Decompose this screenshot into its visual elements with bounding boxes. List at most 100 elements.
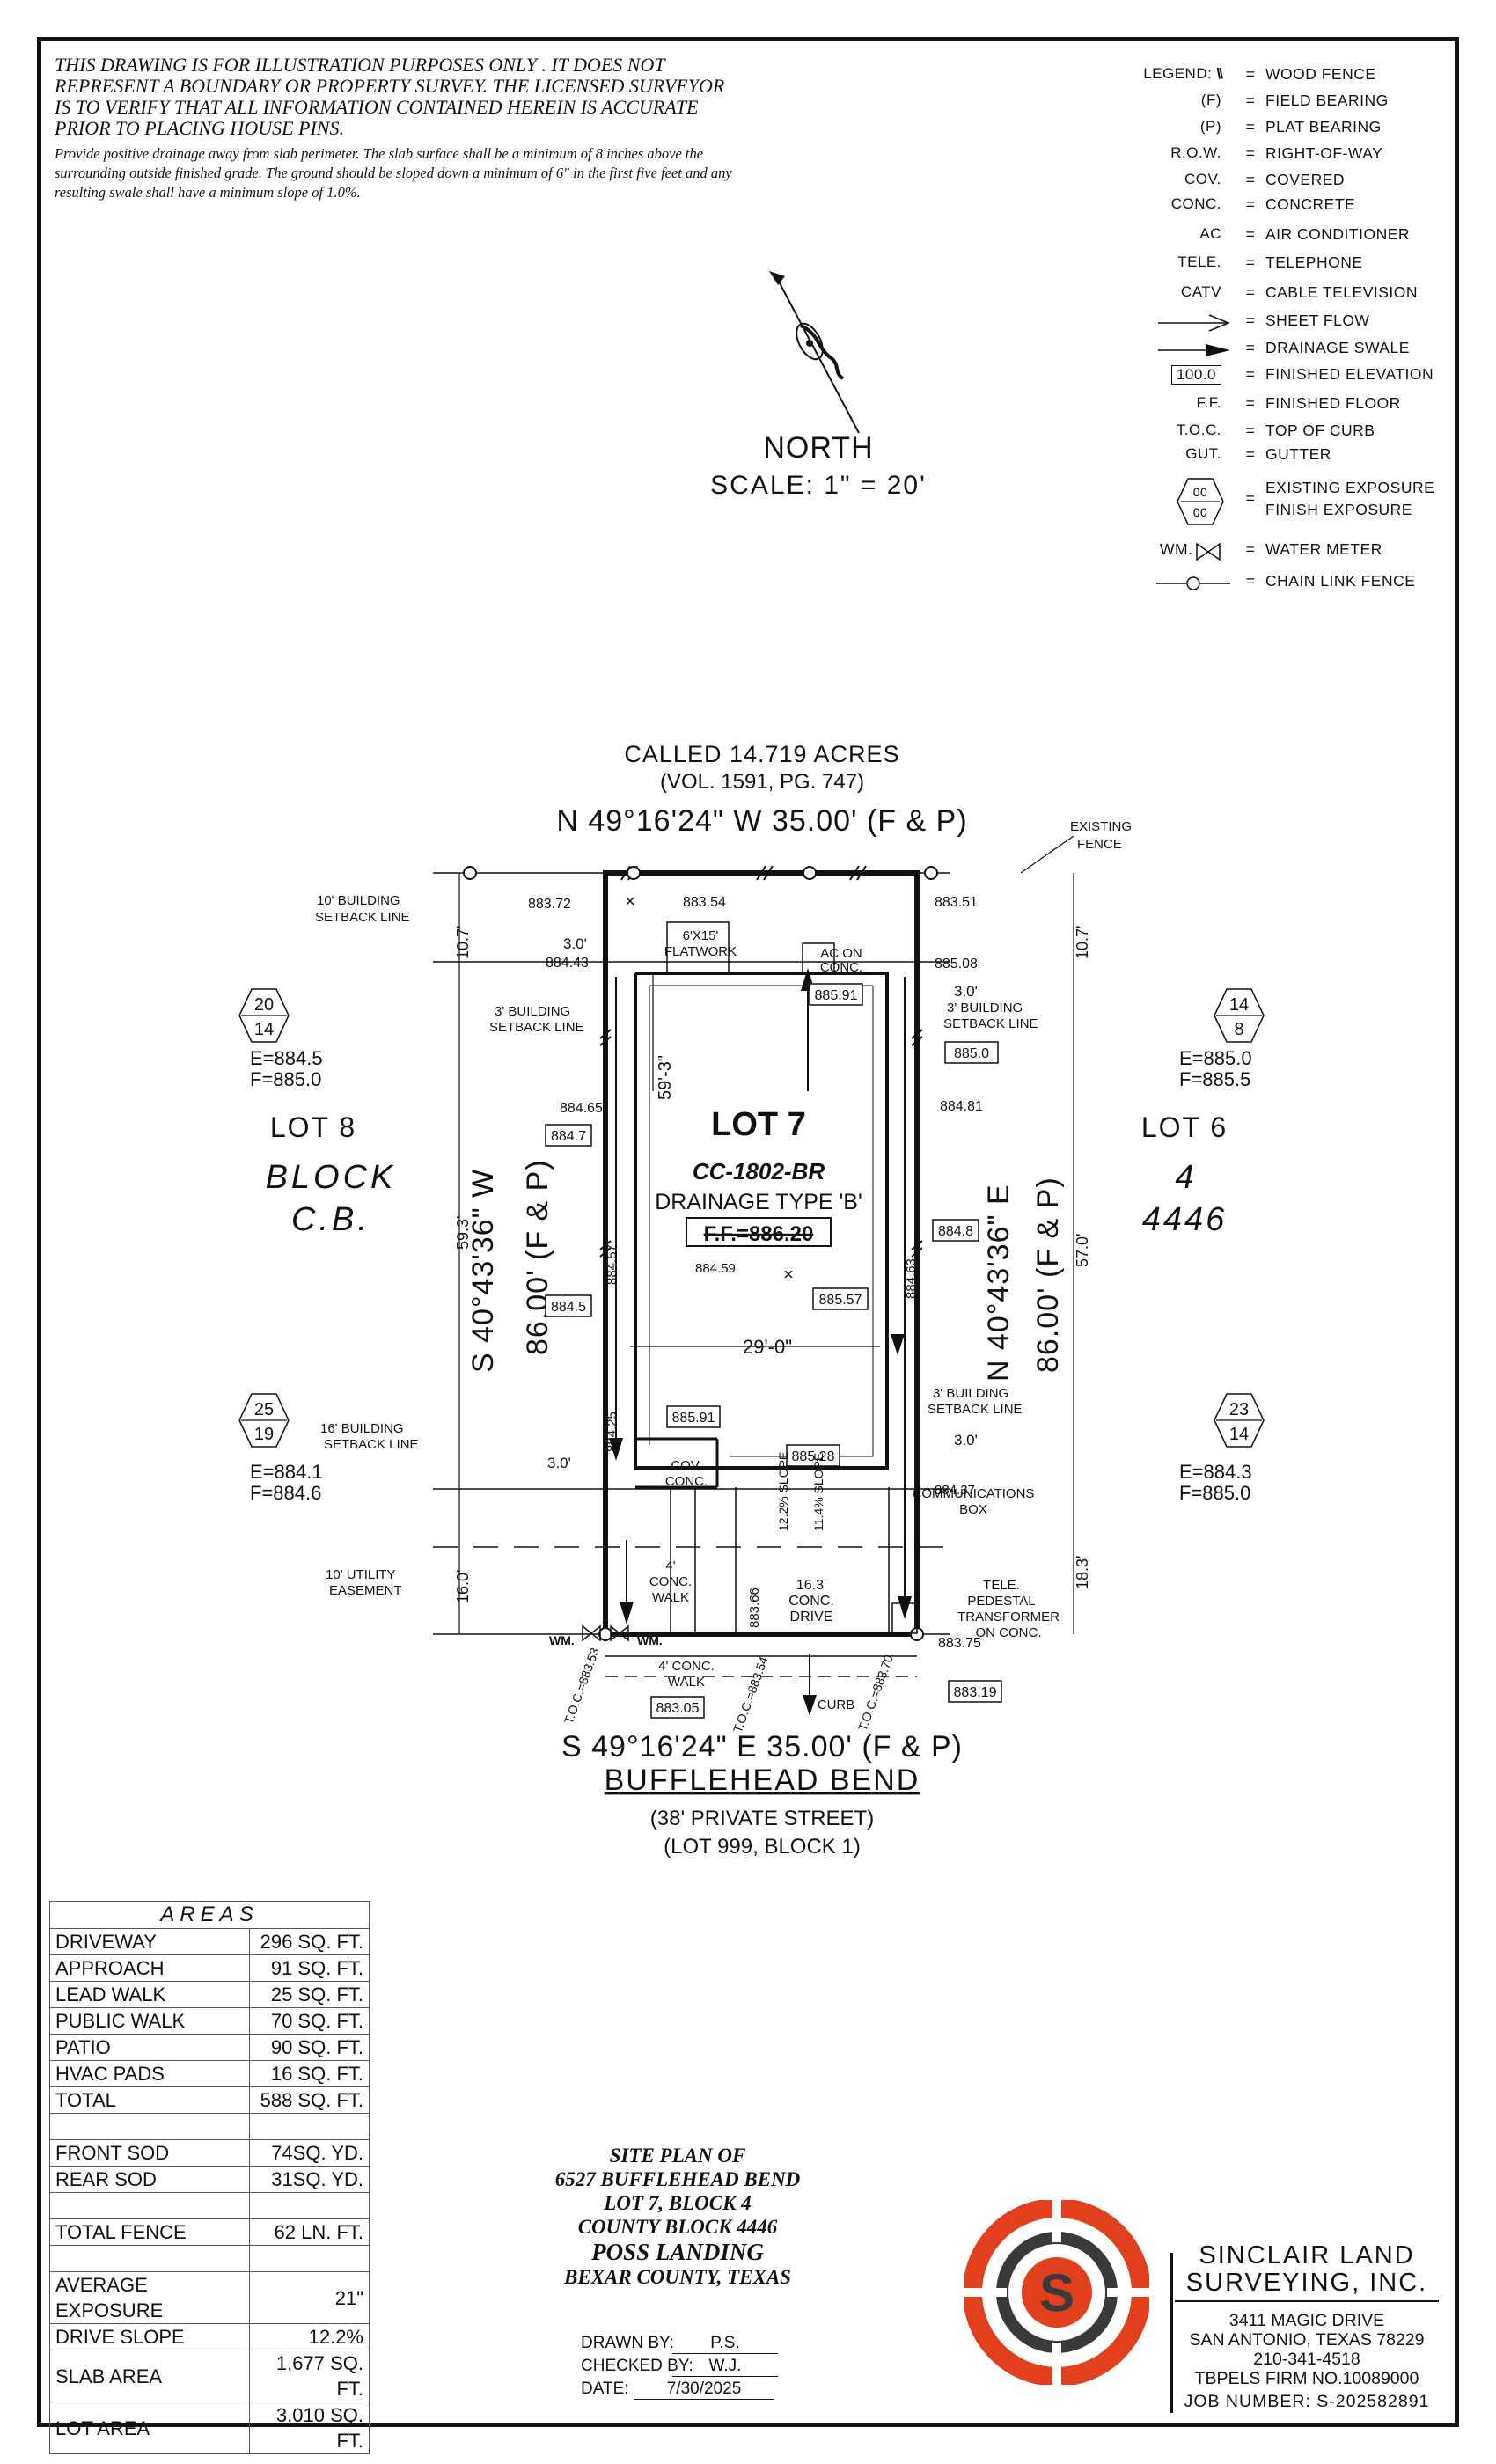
area-label: HVAC PADS xyxy=(48,2060,251,2087)
legend-equals: = xyxy=(1245,283,1256,301)
area-label: LOT AREA xyxy=(48,2402,251,2454)
exposure-hexagon-icon: 00 00 xyxy=(1177,478,1224,525)
called-acres-label: CALLED 14.719 ACRES xyxy=(624,741,899,767)
legend-symbol: AC xyxy=(1199,225,1221,242)
street-width-label: (38' PRIVATE STREET) xyxy=(650,1807,874,1830)
legend-desc: RIGHT-OF-WAY xyxy=(1265,144,1383,162)
company-block: SINCLAIR LAND SURVEYING, INC. 3411 MAGIC… xyxy=(1175,2242,1439,2411)
exposure-hexagon-front-left: 25 19 xyxy=(238,1393,290,1448)
exposure-hexagon-lot8: 20 14 xyxy=(238,988,290,1043)
table-row-spacer xyxy=(48,2245,370,2272)
drainage-swale-arrow-icon xyxy=(1158,344,1230,356)
front-left-existing-exposure: 25 xyxy=(254,1400,274,1419)
rear-setback-label-1: 10' BUILDING xyxy=(317,893,400,908)
legend-equals: = xyxy=(1245,65,1256,83)
legend-desc: TOP OF CURB xyxy=(1265,422,1375,439)
elev-88366: 883.66 xyxy=(747,1588,762,1628)
north-arrow-icon xyxy=(769,271,860,434)
house-footprint xyxy=(634,972,889,1470)
south-line-bearing: S 49°16'24" E 35.00' (F & P) xyxy=(561,1730,963,1764)
drawn-by-value: P.S. xyxy=(672,2334,778,2354)
legend-symbol: CONC. xyxy=(1170,195,1221,212)
drawn-by-row: DRAWN BY:P.S. xyxy=(581,2334,845,2357)
legend-equals: = xyxy=(1245,118,1256,136)
lot8-f-elev: F=885.0 xyxy=(250,1068,321,1090)
house-width-dimension: 29'-0" xyxy=(743,1336,792,1358)
legend-equals: = xyxy=(1245,445,1256,463)
company-address: 3411 MAGIC DRIVE xyxy=(1228,2311,1385,2330)
boxed-elevations: 885.91 885.0 884.7 884.5 884.8 885.57 88… xyxy=(545,983,1002,1719)
elev-88354: 883.54 xyxy=(683,895,726,910)
elev-88457: 884.57 xyxy=(605,1244,620,1285)
drive-label-3: DRIVE xyxy=(790,1610,833,1624)
legend-row-covered: COV. = COVERED xyxy=(1100,171,1452,195)
checked-by-label: CHECKED BY: xyxy=(581,2357,693,2375)
utility-easement-label-1: 10' UTILITY xyxy=(326,1567,396,1582)
elev-88425: 884.25 xyxy=(605,1412,620,1452)
elev-88372: 883.72 xyxy=(528,897,571,912)
legend-symbol: WM. xyxy=(1160,540,1193,558)
front-right-existing-exposure: 23 xyxy=(1229,1400,1249,1419)
company-name-2: SURVEYING, INC. xyxy=(1185,2269,1428,2297)
legend-equals: = xyxy=(1245,312,1256,329)
box-8848: 884.8 xyxy=(938,1224,973,1239)
chain-link-fence-icon xyxy=(1156,576,1230,590)
drawn-block: DRAWN BY:P.S. CHECKED BY:W.J. DATE:7/30/… xyxy=(581,2334,845,2402)
county-block-number: 4446 xyxy=(1142,1201,1228,1238)
legend-desc: COVERED xyxy=(1265,171,1346,188)
legend-equals: = xyxy=(1245,171,1256,188)
company-firm: TBPELS FIRM NO.10089000 xyxy=(1194,2369,1419,2388)
area-value: 296 SQ. FT. xyxy=(249,1928,370,1955)
exposure-hexagons: 20 14 E=884.5 F=885.0 14 8 E=885.0 F=885… xyxy=(238,988,1265,1504)
curb-label: CURB xyxy=(818,1698,855,1712)
conc-walk-label-3: WALK xyxy=(652,1590,689,1605)
drainage-note: Provide positive drainage away from slab… xyxy=(55,145,732,201)
legend-desc: WATER METER xyxy=(1265,540,1382,558)
area-label: TOTAL xyxy=(48,2086,251,2114)
west-dimension-160: 16.0' xyxy=(454,1570,472,1603)
elev-88351: 883.51 xyxy=(935,895,978,910)
front-side-setback-1: 3' BUILDING xyxy=(933,1386,1008,1401)
legend-symbol: 100.0 xyxy=(1100,365,1221,385)
drive-label-2: CONC. xyxy=(788,1594,834,1609)
logo-letter: S xyxy=(1039,2263,1074,2322)
box-88591: 885.91 xyxy=(815,988,858,1003)
legend-desc: FINISHED ELEVATION xyxy=(1265,365,1434,383)
curb-elev-left: T.O.C.=883.53 xyxy=(561,1646,602,1726)
elevation-box-sample: 100.0 xyxy=(1170,365,1221,385)
legend-symbol: GUT. xyxy=(1185,445,1221,462)
lot6-existing-exposure: 14 xyxy=(1229,995,1249,1015)
wood-fence-symbol: LEGEND: \\ xyxy=(1143,65,1223,82)
legend-equals: = xyxy=(1245,365,1256,383)
front-right-f-elev: F=885.0 xyxy=(1179,1482,1250,1504)
legend-equals: = xyxy=(1245,92,1256,109)
exposure-sample-top: 00 xyxy=(1193,485,1208,499)
legend-desc-finish: FINISH EXPOSURE xyxy=(1265,501,1412,518)
legend-symbol: T.O.C. xyxy=(1176,422,1221,438)
checked-by-row: CHECKED BY:W.J. xyxy=(581,2357,845,2380)
cov-conc-label-2: CONC. xyxy=(665,1474,708,1489)
drive-label-1: 16.3' xyxy=(796,1578,826,1593)
side-setback-left-1: 3' BUILDING xyxy=(495,1004,570,1019)
front-setback-label-1: 16' BUILDING xyxy=(320,1421,404,1436)
elev-88459: 884.59 xyxy=(695,1261,736,1276)
legend-row-catv: CATV = CABLE TELEVISION xyxy=(1100,283,1452,308)
legend-symbol: CATV xyxy=(1180,283,1221,300)
legend-equals: = xyxy=(1245,422,1256,439)
north-block: NORTH SCALE: 1" = 20' xyxy=(660,264,977,501)
front-side-setback-2: SETBACK LINE xyxy=(928,1402,1023,1417)
dim-3ft-right: 3.0' xyxy=(954,983,978,1000)
table-row-spacer xyxy=(48,2113,370,2140)
title-line-1: SITE PLAN OF xyxy=(609,2145,746,2167)
east-dimension-570: 57.0' xyxy=(1074,1234,1091,1267)
date-value: 7/30/2025 xyxy=(634,2380,774,2400)
area-value: 91 SQ. FT. xyxy=(249,1954,370,1982)
area-value: 588 SQ. FT. xyxy=(249,2086,370,2114)
